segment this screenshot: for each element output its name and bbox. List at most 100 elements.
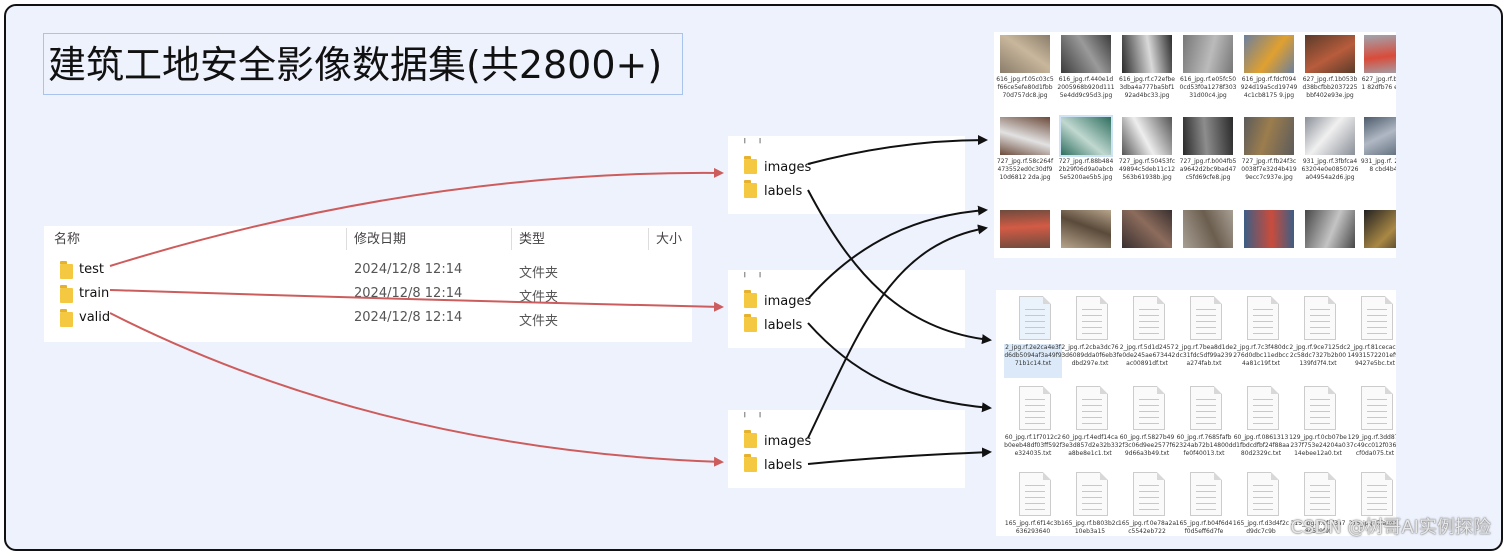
folder-row-valid[interactable]: valid 2024/12/8 12:14 文件夹 [44,307,692,329]
text-file-icon[interactable] [1247,472,1279,516]
label-filename: 60_jpg.rf.0861313d1fbdcdfbf24f88aa80d232… [1232,434,1290,457]
image-thumbnail[interactable] [1244,210,1294,248]
text-line-mark [1025,503,1045,504]
text-line-mark [1367,497,1387,498]
image-thumbnail[interactable] [1000,210,1050,248]
images-folder-label[interactable]: images [764,294,812,309]
text-line-mark [1253,399,1273,400]
image-thumbnail[interactable] [1305,210,1355,248]
folder-modified: 2024/12/8 12:14 [354,262,463,277]
label-filename: 60_jpg.rf.1f7012c2b0eeb48df03ff592fe3240… [1004,434,1062,457]
label-filename: 165_jpg.rf.d3d4f2cd9dc7c9b [1232,520,1290,535]
text-line-mark [1253,423,1273,424]
text-line-mark [1025,315,1045,316]
image-thumbnail[interactable] [1122,35,1172,73]
text-file-icon[interactable] [1247,296,1279,340]
text-line-mark [1025,405,1045,406]
image-thumbnail[interactable] [1183,35,1233,73]
text-line-mark [1196,333,1216,334]
text-file-icon[interactable] [1019,386,1051,430]
folder-icon [744,430,757,448]
images-folder-label[interactable]: images [764,160,812,175]
image-thumbnail[interactable] [1244,35,1294,73]
text-line-mark [1025,411,1045,412]
image-thumbnail[interactable] [1061,210,1111,248]
text-line-mark [1196,309,1216,310]
text-line-mark [1082,423,1102,424]
text-line-mark [1310,509,1330,510]
text-line-mark [1367,309,1387,310]
folder-row-train[interactable]: train 2024/12/8 12:14 文件夹 [44,283,692,305]
text-file-icon[interactable] [1247,386,1279,430]
image-thumbnail[interactable] [1244,117,1294,155]
labels-folder-label[interactable]: labels [764,458,803,473]
text-file-icon[interactable] [1361,296,1393,340]
text-file-icon[interactable] [1190,296,1222,340]
folder-icon [744,180,757,198]
label-filename: 2_jpg.rf.2e2ca4e3fd6db5094af3a49f971b1c1… [1004,344,1062,378]
label-filename: 129_jpg.rf.3dd87837c49cc012f03617cf0da07… [1346,434,1396,457]
image-filename: 616_jpg.rf.05c03c5f66ce5efe80d1fbb70d757… [996,76,1054,99]
text-file-icon[interactable] [1361,472,1393,516]
image-thumbnail[interactable] [1059,115,1113,157]
text-file-icon[interactable] [1019,472,1051,516]
image-thumbnail[interactable] [1122,117,1172,155]
column-header-size[interactable]: 大小 [656,232,683,247]
text-line-mark [1082,497,1102,498]
image-filename: 727_jpg.rf.fb24f3c0038f7e32d4b4199ecc7c9… [1241,158,1297,181]
column-header-type[interactable]: 类型 [519,232,546,247]
text-file-icon[interactable] [1190,472,1222,516]
image-thumbnail[interactable] [1000,117,1050,155]
text-line-mark [1196,503,1216,504]
text-file-icon[interactable] [1076,386,1108,430]
image-thumbnail[interactable] [1183,117,1233,155]
image-filename: 627_jpg.rf.1b053bd38bcfbb2037225bbf402e9… [1302,76,1358,99]
image-thumbnail[interactable] [1305,117,1355,155]
text-file-icon[interactable] [1133,472,1165,516]
text-line-mark [1310,497,1330,498]
labels-folder-label[interactable]: labels [764,318,803,333]
column-header-name[interactable]: 名称 [54,232,81,247]
column-header-modified[interactable]: 修改日期 [354,232,407,247]
images-folder-label[interactable]: images [764,434,812,449]
label-filename: 2_jpg.rf.9ce7125dc2c58dc7327b2b00139fd7f… [1289,344,1347,367]
image-thumbnail[interactable] [1364,210,1396,248]
text-line-mark [1082,333,1102,334]
image-thumbnail[interactable] [1000,35,1050,73]
image-filename: 727_jpg.rf.88b4842b29f06d9a0abcb5e5200ae… [1058,158,1114,181]
image-thumbnail[interactable] [1305,35,1355,73]
image-thumbnail[interactable] [1364,35,1396,73]
image-thumbnail[interactable] [1183,210,1233,248]
text-line-mark [1139,315,1159,316]
image-filename: 727_jpg.rf.b004fb5a9642d2bc9bad47c5fd69c… [1179,158,1237,181]
text-file-icon[interactable] [1076,472,1108,516]
text-file-icon[interactable] [1133,296,1165,340]
folder-name: valid [79,310,111,325]
text-line-mark [1310,485,1330,486]
text-file-icon[interactable] [1304,296,1336,340]
text-file-icon[interactable] [1019,296,1051,340]
text-file-icon[interactable] [1304,386,1336,430]
text-file-icon[interactable] [1190,386,1222,430]
text-file-icon[interactable] [1361,386,1393,430]
cropped-header-mark: ╻╻ [742,408,773,418]
text-file-icon[interactable] [1133,386,1165,430]
text-file-icon[interactable] [1076,296,1108,340]
image-thumbnail[interactable] [1364,117,1396,155]
image-filename: 931_jpg.rf. 203b4a8 cbd4b4d jp [1360,158,1396,173]
text-line-mark [1082,405,1102,406]
text-line-mark [1139,485,1159,486]
folder-name: train [79,286,110,301]
image-filename: 727_jpg.rf.58c264f473552ed0c30df910d6812… [996,158,1054,181]
image-thumbnail[interactable] [1122,210,1172,248]
text-line-mark [1025,327,1045,328]
text-line-mark [1025,485,1045,486]
folder-row-test[interactable]: test 2024/12/8 12:14 文件夹 [44,259,692,281]
folder-icon [60,261,73,279]
text-file-icon[interactable] [1304,472,1336,516]
labels-folder-label[interactable]: labels [764,184,803,199]
text-line-mark [1367,491,1387,492]
text-line-mark [1253,315,1273,316]
image-thumbnail[interactable] [1061,35,1111,73]
image-filename: 616_jpg.rf.fdcf094924d19a5cd197494c1cb81… [1240,76,1298,99]
